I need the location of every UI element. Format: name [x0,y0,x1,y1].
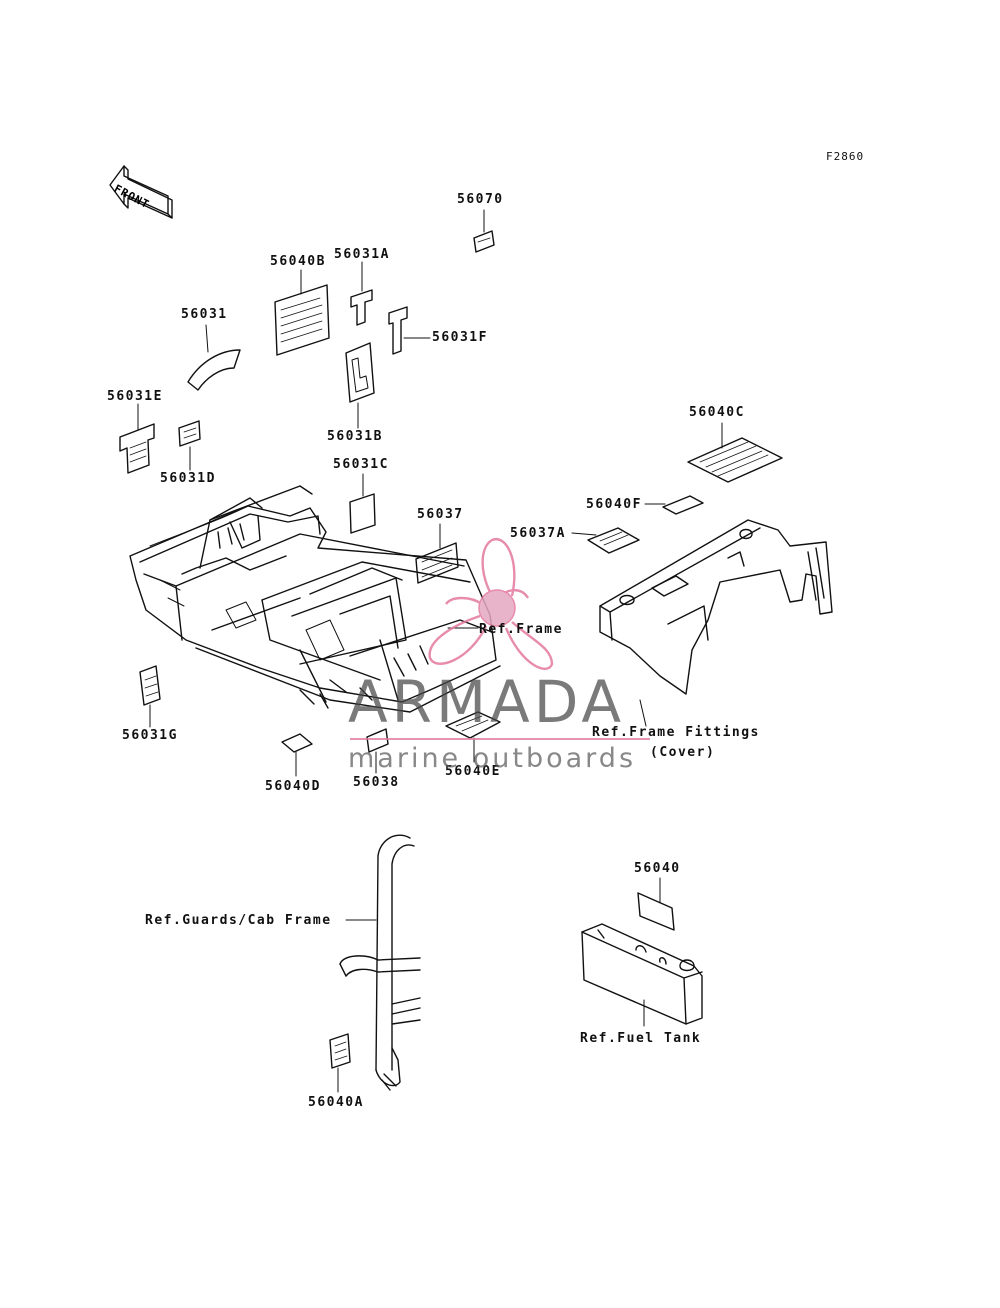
decal-56037A [571,527,640,554]
watermark-divider [350,738,650,740]
part-label-56040E: 56040E [445,764,501,779]
decal-56040B [274,269,330,356]
part-label-56040F: 56040F [586,497,642,512]
ref-frame-fittings-cover-label: (Cover) [650,745,716,760]
part-label-56031C: 56031C [333,457,389,472]
decal-56040D [281,733,313,777]
part-label-56040: 56040 [634,861,681,876]
watermark-title: ARMADA [348,668,626,736]
decal-56037 [415,523,459,584]
part-label-56031A: 56031A [334,247,390,262]
ref-guards-label: Ref.Guards/Cab Frame [145,913,332,928]
decal-56031F [388,306,431,355]
ref-frame-label: Ref.Frame [479,622,563,637]
part-label-56040A: 56040A [308,1095,364,1110]
part-label-56040D: 56040D [265,779,321,794]
part-label-56031: 56031 [181,307,228,322]
figure-code: F2860 [826,150,865,163]
decal-56040A [329,1033,351,1093]
part-label-56037A: 56037A [510,526,566,541]
decal-56031E [119,403,155,474]
part-label-56031F: 56031F [432,330,488,345]
frame-cover [599,519,833,695]
part-label-56070: 56070 [457,192,504,207]
decal-56038 [366,728,389,774]
ref-frame-fittings-label: Ref.Frame Fittings [592,725,760,740]
ref-fuel-tank-label: Ref.Fuel Tank [580,1031,702,1046]
decal-56031G [139,665,161,728]
part-label-56040B: 56040B [270,254,326,269]
part-label-56037: 56037 [417,507,464,522]
part-label-56031G: 56031G [122,728,178,743]
decal-56040F [644,495,704,515]
decal-56040 [637,877,675,931]
decal-56040E [445,711,501,763]
decal-56031 [187,324,241,391]
decal-56031C [349,473,376,534]
decal-56031D [178,420,201,471]
decal-56070 [473,209,495,253]
leader-frame-fittings [639,699,647,727]
decal-56040C [687,422,783,483]
part-label-56031E: 56031E [107,389,163,404]
watermark-subtitle: marine outboards [348,743,637,774]
guard-cab-frame [339,834,421,1091]
armada-logo-icon [428,537,554,670]
part-label-56040C: 56040C [689,405,745,420]
part-label-56031D: 56031D [160,471,216,486]
vehicle-frame [129,485,501,713]
decal-56031B [345,342,375,429]
fuel-tank [581,923,703,1025]
part-label-56038: 56038 [353,775,400,790]
front-arrow-icon [109,165,173,219]
decal-56031A [350,261,373,326]
part-label-56031B: 56031B [327,429,383,444]
